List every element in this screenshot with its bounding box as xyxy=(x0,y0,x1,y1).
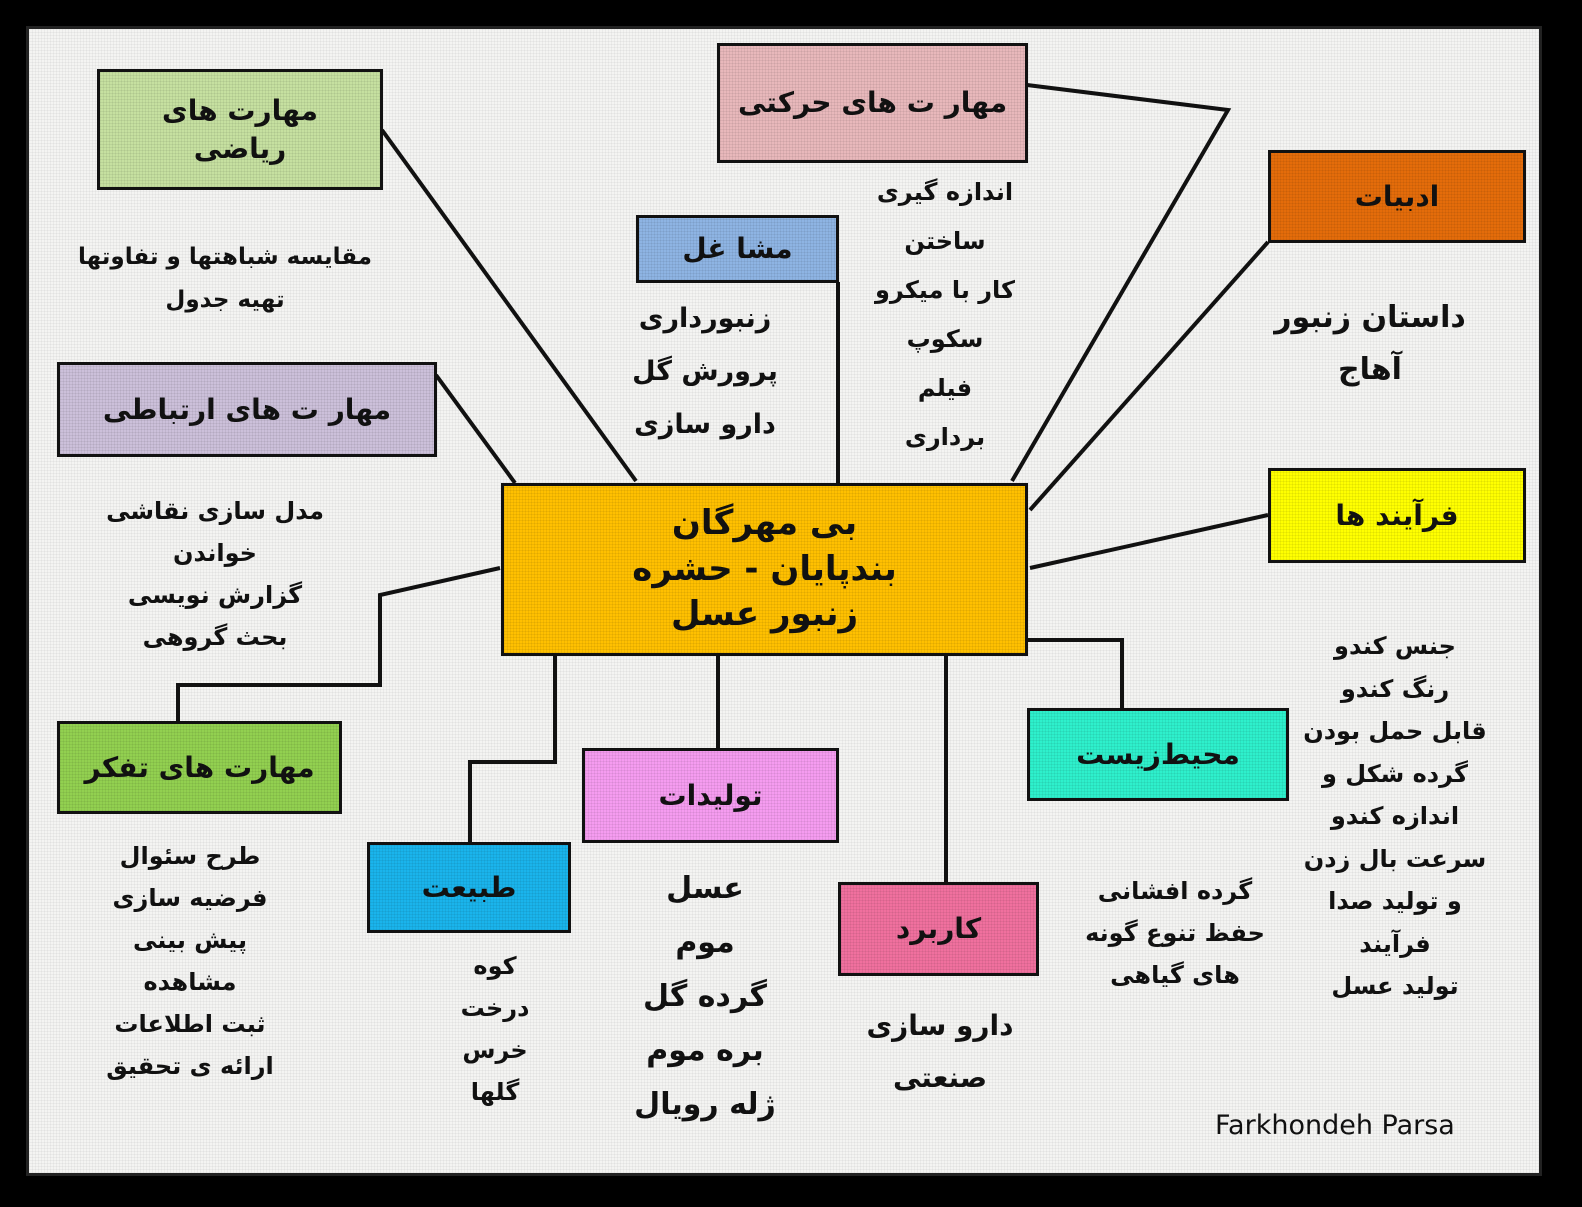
list-item: تهیه جدول xyxy=(165,287,285,313)
thinking-skills-list: طرح سئوال فرضیه سازی پیش بینی مشاهده ثبت… xyxy=(80,835,300,1087)
connector-adabiat xyxy=(1028,240,1270,512)
list-item: صنعتی xyxy=(892,1061,988,1094)
node-title: مهارت های تفکر xyxy=(84,750,315,784)
author-signature: Farkhondeh Parsa xyxy=(1215,1110,1455,1141)
list-item: تولید عسل xyxy=(1331,972,1459,1000)
list-item: بره موم xyxy=(646,1033,764,1068)
list-item: ساختن xyxy=(904,227,986,255)
connector-harekati xyxy=(1010,83,1232,483)
communication-skills-list: مدل سازی نقاشی خواندن گزارش نویسی بحث گر… xyxy=(90,490,340,658)
occupations-list: زنبورداری پرورش گل دارو سازی xyxy=(610,292,800,451)
node-title: طبیعت xyxy=(421,870,517,904)
list-item: خرس xyxy=(462,1036,528,1064)
list-item: موم xyxy=(675,925,735,960)
node-occupations: مشا غل xyxy=(636,215,839,283)
node-title: مهار ت های حرکتی xyxy=(737,86,1008,120)
list-item: پیش بینی xyxy=(133,926,247,954)
math-skills-list: مقایسه شباهتها و تفاوتها تهیه جدول xyxy=(60,236,390,322)
list-item: طرح سئوال xyxy=(119,842,261,870)
list-item: قابل حمل بودن xyxy=(1303,717,1487,745)
list-item: اندازه کندو xyxy=(1330,802,1460,830)
central-line: زنبور عسل xyxy=(670,594,859,635)
central-node: بی مهرگان بندپایان - حشره زنبور عسل xyxy=(501,483,1028,656)
list-item: کار با میکرو xyxy=(875,276,1015,304)
connector-ertebati xyxy=(434,373,517,485)
list-item: و تولید صدا xyxy=(1328,887,1462,915)
list-item: خواندن xyxy=(173,539,257,567)
list-item: دارو سازی xyxy=(634,409,776,440)
node-title: محیط‌زیست xyxy=(1076,737,1240,771)
node-applications: کاربرد xyxy=(838,882,1039,976)
list-item: مدل سازی نقاشی xyxy=(106,497,324,525)
node-title: ریاضی xyxy=(193,131,287,165)
list-item: کوه xyxy=(473,952,517,980)
list-item: ارائه ی تحقیق xyxy=(106,1052,274,1080)
processes-list: جنس کندو رنگ کندو قابل حمل بودن گرده شکل… xyxy=(1295,625,1495,1008)
node-thinking-skills: مهارت های تفکر xyxy=(57,721,342,814)
list-item: های گیاهی xyxy=(1110,961,1240,989)
list-item: بحث گروهی xyxy=(142,623,288,651)
list-item: ژله رویال xyxy=(634,1087,776,1122)
node-processes: فرآیند ها xyxy=(1268,468,1526,563)
list-item: سرعت بال زدن xyxy=(1303,844,1487,873)
list-item: فرضیه سازی xyxy=(112,884,268,912)
node-literature: ادبیات xyxy=(1268,150,1526,243)
node-motor-skills: مهار ت های حرکتی xyxy=(717,43,1028,163)
list-item: گزارش نویسی xyxy=(127,581,303,609)
applications-list: دارو سازی صنعتی xyxy=(840,1000,1040,1104)
node-title: تولیدات xyxy=(658,778,763,812)
central-line: بی مهرگان xyxy=(671,502,858,543)
list-item: ثبت اطلاعات xyxy=(114,1010,266,1038)
list-item: زنبورداری xyxy=(638,303,772,334)
list-item: داستان زنبور xyxy=(1274,300,1466,335)
list-item: دارو سازی xyxy=(866,1009,1014,1042)
list-item: درخت xyxy=(460,994,530,1022)
list-item: اندازه گیری xyxy=(876,178,1014,206)
node-math-skills: مهارت های ریاضی xyxy=(97,69,383,190)
node-title: مهارت های xyxy=(162,93,318,127)
list-item: عسل xyxy=(666,871,744,906)
list-item: فیلم xyxy=(917,374,973,402)
list-item: گلها xyxy=(470,1078,520,1106)
list-item: حفظ تنوع گونه xyxy=(1085,919,1265,947)
list-item: فرآیند xyxy=(1359,929,1431,958)
node-title: ادبیات xyxy=(1354,179,1440,213)
central-line: بندپایان - حشره xyxy=(632,548,897,589)
connector-tafakkor xyxy=(176,566,501,721)
motor-skills-list: اندازه گیری ساختن کار با میکرو سکوپ فیلم… xyxy=(850,168,1040,462)
list-item: گرده افشانی xyxy=(1097,877,1253,905)
products-list: عسل موم گرده گل بره موم ژله رویال xyxy=(600,862,810,1132)
list-item: جنس کندو xyxy=(1334,632,1456,660)
list-item: پرورش گل xyxy=(632,356,778,387)
environment-list: گرده افشانی حفظ تنوع گونه های گیاهی xyxy=(1070,870,1280,996)
list-item: گرده شکل و xyxy=(1322,759,1468,788)
list-item: آهاج xyxy=(1338,352,1402,387)
list-item: سکوپ xyxy=(906,325,984,353)
node-title: کاربرد xyxy=(895,912,982,946)
nature-list: کوه درخت خرس گلها xyxy=(435,945,555,1113)
node-nature: طبیعت xyxy=(367,842,571,933)
list-item: مقایسه شباهتها و تفاوتها xyxy=(77,244,373,270)
node-communication-skills: مهار ت های ارتباطی xyxy=(57,362,437,457)
node-title: مهار ت های ارتباطی xyxy=(102,392,392,426)
literature-list: داستان زنبور آهاج xyxy=(1260,292,1480,396)
connector-farayandha xyxy=(1029,513,1269,570)
node-title: فرآیند ها xyxy=(1335,498,1459,532)
list-item: برداری xyxy=(904,423,986,451)
list-item: گرده گل xyxy=(643,979,767,1014)
node-environment: محیط‌زیست xyxy=(1027,708,1289,801)
list-item: مشاهده xyxy=(143,968,237,996)
node-products: تولیدات xyxy=(582,748,839,843)
connector-riazi xyxy=(380,128,638,483)
connector-mohitzist xyxy=(1027,638,1124,708)
list-item: رنگ کندو xyxy=(1340,674,1450,703)
node-title: مشا غل xyxy=(682,232,793,266)
connector-tabiat xyxy=(468,655,557,842)
